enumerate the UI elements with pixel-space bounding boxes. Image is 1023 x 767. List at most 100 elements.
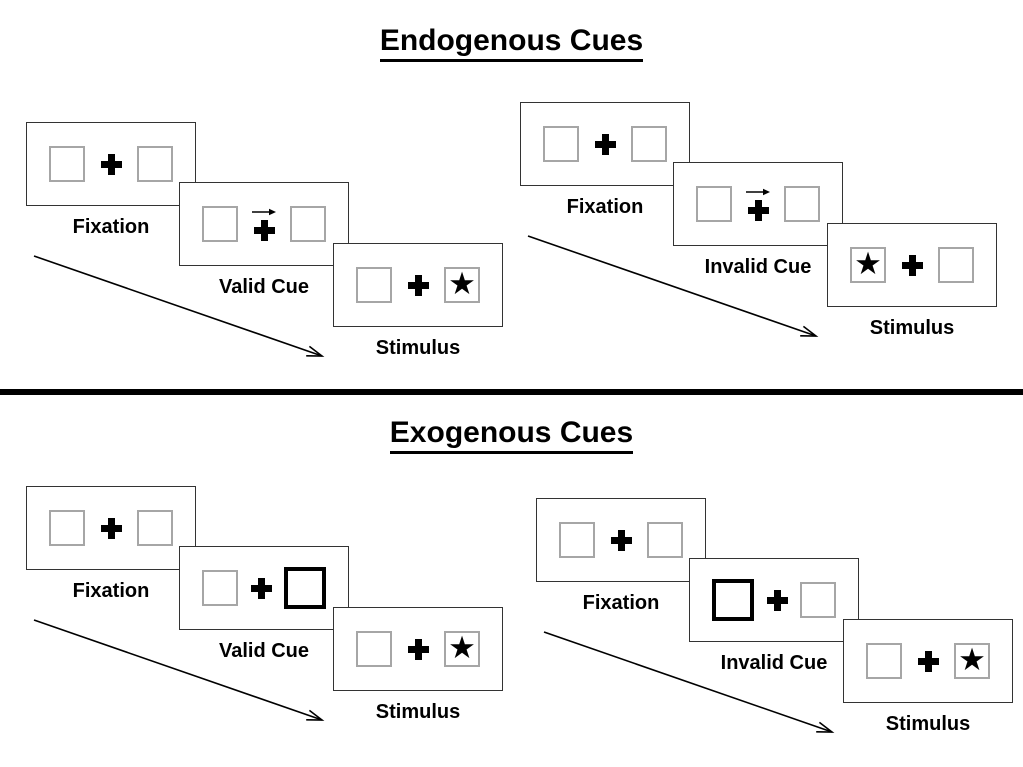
sequence-arrow-icon [33,619,325,721]
screen-frame: ★ [827,223,997,307]
fixation-cross-icon [100,517,122,539]
endogenous-title-text: Endogenous Cues [379,24,644,62]
panel-label: Fixation [582,592,660,614]
placeholder-box-right [647,522,683,558]
panel-valid-cue: Valid Cue [179,182,349,299]
fixation-area [407,274,429,296]
panel-invalid-cue: Invalid Cue [673,162,843,279]
panel-label: Fixation [72,216,150,238]
panel-label: Invalid Cue [704,256,812,278]
panel-fixation: Fixation [26,486,196,603]
panel-label: Stimulus [375,701,461,723]
screen-frame [26,486,196,570]
placeholder-box-left [49,510,85,546]
highlighted-cue-box-right [284,567,326,609]
cue-arrow-icon [746,188,770,196]
fixation-area [766,589,788,611]
placeholder-box-right [137,146,173,182]
panel-label: Valid Cue [218,276,310,298]
star-icon: ★ [958,641,986,678]
panel-invalid-cue: Invalid Cue [689,558,859,675]
fixation-area [745,187,771,221]
panel-label: Valid Cue [218,640,310,662]
placeholder-box-right [290,206,326,242]
star-icon: ★ [854,245,882,282]
highlighted-cue-box-left [712,579,754,621]
panel-fixation: Fixation [536,498,706,615]
placeholder-box-right [800,582,836,618]
fixation-area [251,207,277,241]
endogenous-section-title: Endogenous Cues [0,24,1023,62]
exogenous-section-title: Exogenous Cues [0,416,1023,454]
fixation-cross-icon [250,577,272,599]
fixation-cross-icon [407,638,429,660]
sequence-arrow-icon [543,631,835,733]
placeholder-box-left [559,522,595,558]
screen-frame: ★ [843,619,1013,703]
sequence-arrow-icon [527,235,819,337]
screen-frame [689,558,859,642]
star-icon: ★ [448,629,476,666]
placeholder-box-left [49,146,85,182]
placeholder-box-right [137,510,173,546]
exogenous-title-text: Exogenous Cues [389,416,634,454]
panel-label: Stimulus [869,317,955,339]
screen-frame: ★ [333,607,503,691]
target-star-box-left: ★ [850,247,886,283]
panel-stimulus: ★ Stimulus [333,607,503,724]
panel-label: Fixation [72,580,150,602]
screen-frame: ★ [333,243,503,327]
placeholder-box-left [696,186,732,222]
placeholder-box-left [202,570,238,606]
panel-fixation: Fixation [520,102,690,219]
section-divider-line [0,389,1023,395]
screen-frame [26,122,196,206]
panel-label: Invalid Cue [720,652,828,674]
cue-arrow-icon [252,208,276,216]
panel-stimulus: ★ Stimulus [843,619,1013,736]
target-star-box-right: ★ [444,631,480,667]
fixation-cross-icon [407,274,429,296]
panel-label: Stimulus [375,337,461,359]
placeholder-box-right [631,126,667,162]
placeholder-box-left [543,126,579,162]
panel-label: Stimulus [885,713,971,735]
screen-frame [673,162,843,246]
placeholder-box-left [866,643,902,679]
panel-stimulus: ★ Stimulus [333,243,503,360]
panel-valid-cue: Valid Cue [179,546,349,663]
star-icon: ★ [448,265,476,302]
placeholder-box-right [938,247,974,283]
fixation-area [917,650,939,672]
fixation-cross-icon [901,254,923,276]
fixation-area [100,153,122,175]
screen-frame [179,546,349,630]
fixation-area [250,577,272,599]
fixation-cross-icon [253,220,275,241]
screen-frame [536,498,706,582]
fixation-cross-icon [766,589,788,611]
fixation-cross-icon [594,133,616,155]
fixation-cross-icon [747,200,769,221]
panel-label: Fixation [566,196,644,218]
screen-frame [179,182,349,266]
screen-frame [520,102,690,186]
target-star-box-right: ★ [444,267,480,303]
panel-stimulus: ★ Stimulus [827,223,997,340]
fixation-area [610,529,632,551]
placeholder-box-left [202,206,238,242]
fixation-cross-icon [100,153,122,175]
sequence-arrow-icon [33,255,325,357]
fixation-cross-icon [610,529,632,551]
placeholder-box-left [356,267,392,303]
placeholder-box-left [356,631,392,667]
fixation-area [901,254,923,276]
target-star-box-right: ★ [954,643,990,679]
fixation-cross-icon [917,650,939,672]
fixation-area [100,517,122,539]
